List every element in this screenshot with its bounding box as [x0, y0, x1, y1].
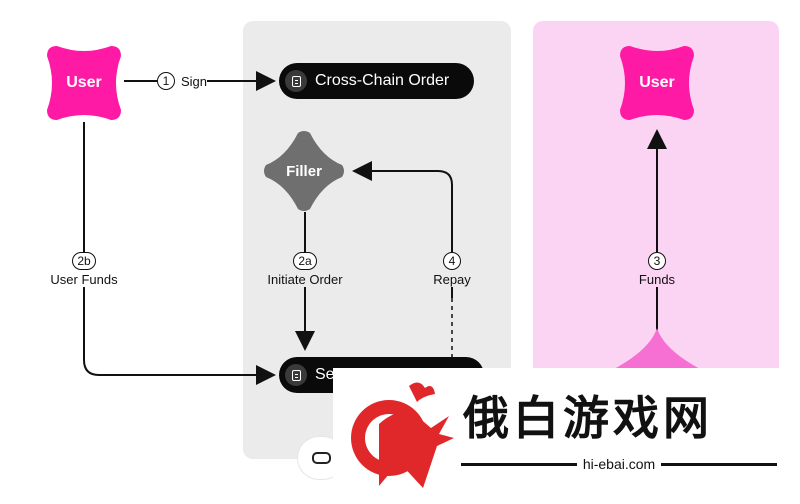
edge-repay — [352, 161, 453, 298]
edge-label-repay: 4 Repay — [424, 252, 480, 287]
edge-text: Funds — [638, 272, 676, 287]
edge-text: Sign — [181, 73, 208, 89]
rooster-logo — [351, 382, 454, 488]
watermark-url: hi-ebai.com — [582, 456, 656, 472]
user-destination-label: User — [639, 74, 675, 91]
user-origin-node: User — [43, 42, 125, 124]
step-badge: 2a — [293, 252, 317, 270]
filler-shape-icon — [264, 131, 344, 211]
link-icon — [311, 452, 331, 464]
edge-user-funds — [83, 122, 276, 385]
edge-text: Repay — [433, 272, 471, 287]
filler-node: Filler — [262, 129, 346, 213]
step-badge: 3 — [648, 252, 666, 270]
settler-label: Se — [315, 366, 335, 383]
document-icon — [285, 70, 307, 92]
user-shape-icon — [620, 46, 694, 120]
document-icon — [285, 364, 307, 386]
user-destination-node: User — [616, 42, 698, 124]
user-origin-label: User — [66, 74, 102, 91]
edge-label-funds: 3 Funds — [630, 252, 684, 287]
user-shape-icon — [47, 46, 121, 120]
edge-text: User Funds — [50, 272, 118, 287]
edge-label-initiate-order: 2a Initiate Order — [258, 252, 352, 287]
filler-label: Filler — [286, 162, 322, 180]
edge-label-user-funds: 2b User Funds — [44, 252, 124, 287]
step-badge: 1 — [157, 72, 175, 90]
watermark-title: 俄白游戏网 — [463, 392, 713, 444]
watermark: 俄白游戏网 hi-ebai.com — [333, 368, 800, 504]
edge-label-sign: 1 Sign — [157, 72, 208, 90]
step-badge: 4 — [443, 252, 461, 270]
destination-source-node — [612, 328, 702, 370]
step-badge: 2b — [72, 252, 96, 270]
watermark-url-row: hi-ebai.com — [461, 456, 777, 472]
cross-chain-order-node: Cross-Chain Order — [279, 63, 474, 99]
edge-text: Initiate Order — [267, 272, 343, 287]
cross-chain-order-label: Cross-Chain Order — [315, 72, 450, 89]
